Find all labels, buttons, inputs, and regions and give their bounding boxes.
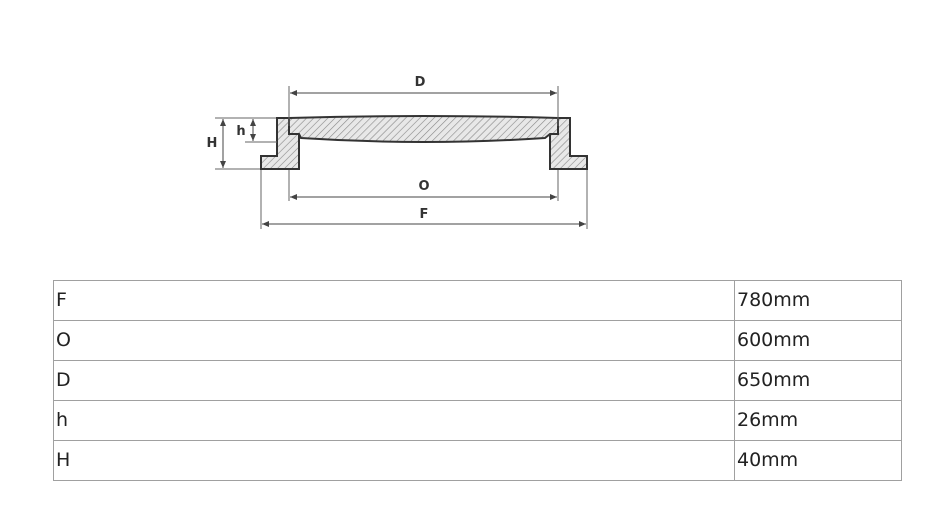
dimension-value: 600mm [734, 320, 902, 361]
label-o: O [418, 179, 429, 194]
dimension-label: O [53, 320, 735, 361]
dimension-value: 780mm [734, 280, 902, 321]
dimension-label: D [53, 360, 735, 401]
dimension-value: 40mm [734, 440, 902, 481]
label-f: F [420, 207, 429, 222]
label-d: D [415, 75, 426, 90]
dimension-label: H [53, 440, 735, 481]
manhole-cover-cross-section-diagram: D O F H h [207, 75, 588, 229]
dimension-value: 650mm [734, 360, 902, 401]
dimension-label: h [53, 400, 735, 441]
cover [288, 115, 559, 143]
label-h: h [236, 124, 245, 139]
dimension-label: F [53, 280, 735, 321]
dimension-value: 26mm [734, 400, 902, 441]
label-H: H [207, 136, 218, 151]
